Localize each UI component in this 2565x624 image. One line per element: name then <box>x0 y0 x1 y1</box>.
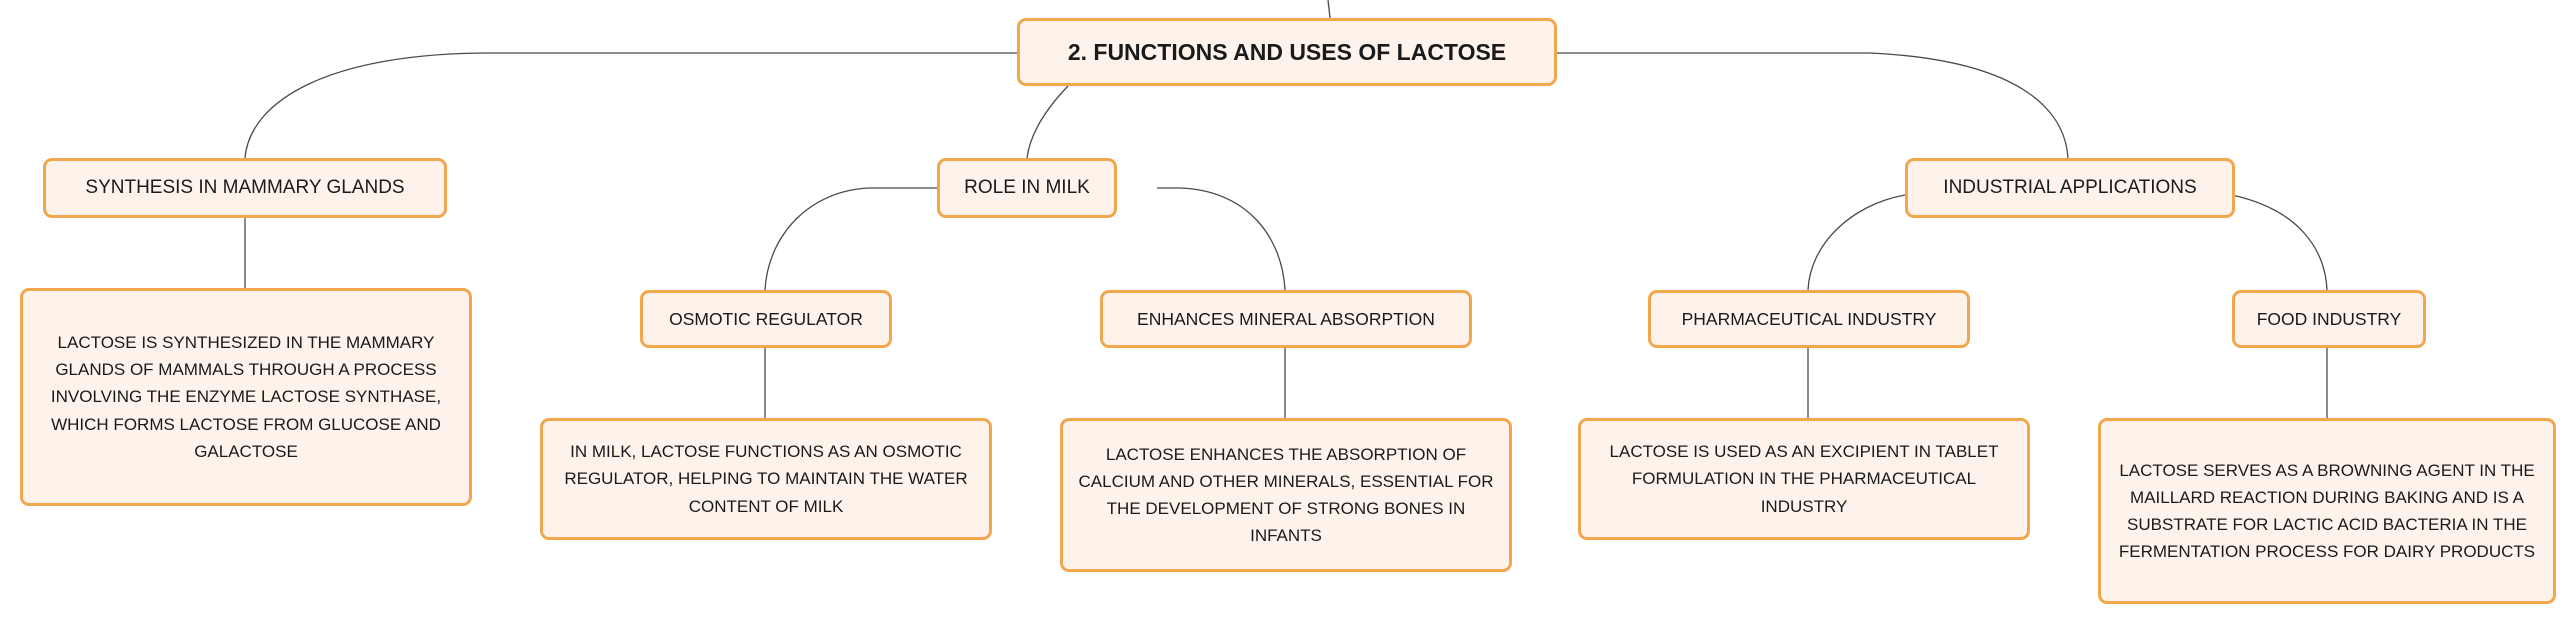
connector-root-to-synthesis <box>244 52 1020 159</box>
subtopic-label: PHARMACEUTICAL INDUSTRY <box>1681 308 1937 329</box>
connector-industrial-to-food <box>2231 194 2328 291</box>
detail-text: LACTOSE ENHANCES THE ABSORPTION OF CALCI… <box>1078 444 1494 546</box>
root-topic[interactable]: 2. FUNCTIONS AND USES OF LACTOSE <box>1017 18 1557 86</box>
detail-text: IN MILK, LACTOSE FUNCTIONS AS AN OSMOTIC… <box>564 442 968 516</box>
connector-industrial-to-pharma <box>1807 194 1906 291</box>
topic-industrial-applications[interactable]: INDUSTRIAL APPLICATIONS <box>1905 158 2235 218</box>
detail-enhances-mineral-absorption[interactable]: LACTOSE ENHANCES THE ABSORPTION OF CALCI… <box>1060 418 1512 572</box>
topic-label: INDUSTRIAL APPLICATIONS <box>1943 177 2197 198</box>
subtopic-pharmaceutical-industry[interactable]: PHARMACEUTICAL INDUSTRY <box>1648 290 1970 348</box>
detail-osmotic-regulator[interactable]: IN MILK, LACTOSE FUNCTIONS AS AN OSMOTIC… <box>540 418 992 540</box>
subtopic-enhances-mineral-absorption[interactable]: ENHANCES MINERAL ABSORPTION <box>1100 290 1472 348</box>
detail-pharmaceutical-industry[interactable]: LACTOSE IS USED AS AN EXCIPIENT IN TABLE… <box>1578 418 2030 540</box>
subtopic-label: OSMOTIC REGULATOR <box>669 308 863 329</box>
detail-food-industry[interactable]: LACTOSE SERVES AS A BROWNING AGENT IN TH… <box>2098 418 2556 604</box>
connector-role-to-mineral <box>1157 187 1286 291</box>
subtopic-food-industry[interactable]: FOOD INDUSTRY <box>2232 290 2426 348</box>
topic-synthesis-in-mammary-glands[interactable]: SYNTHESIS IN MAMMARY GLANDS <box>43 158 447 218</box>
detail-text: LACTOSE IS SYNTHESIZED IN THE MAMMARY GL… <box>50 333 442 461</box>
topic-label: ROLE IN MILK <box>964 177 1090 198</box>
detail-text: LACTOSE IS USED AS AN EXCIPIENT IN TABLE… <box>1609 442 1999 516</box>
topic-role-in-milk[interactable]: ROLE IN MILK <box>937 158 1117 218</box>
connector-root-to-role <box>1026 85 1069 159</box>
root-topic-label: 2. FUNCTIONS AND USES OF LACTOSE <box>1067 38 1507 65</box>
connector-root-to-industrial <box>1555 52 2069 159</box>
connector-root-top <box>1327 0 1331 19</box>
subtopic-label: ENHANCES MINERAL ABSORPTION <box>1137 308 1435 329</box>
topic-label: SYNTHESIS IN MAMMARY GLANDS <box>85 177 405 198</box>
connector-role-to-osmotic <box>764 187 937 291</box>
subtopic-osmotic-regulator[interactable]: OSMOTIC REGULATOR <box>640 290 892 348</box>
subtopic-label: FOOD INDUSTRY <box>2256 308 2402 329</box>
detail-synthesis[interactable]: LACTOSE IS SYNTHESIZED IN THE MAMMARY GL… <box>20 288 472 506</box>
detail-text: LACTOSE SERVES AS A BROWNING AGENT IN TH… <box>2118 460 2536 562</box>
